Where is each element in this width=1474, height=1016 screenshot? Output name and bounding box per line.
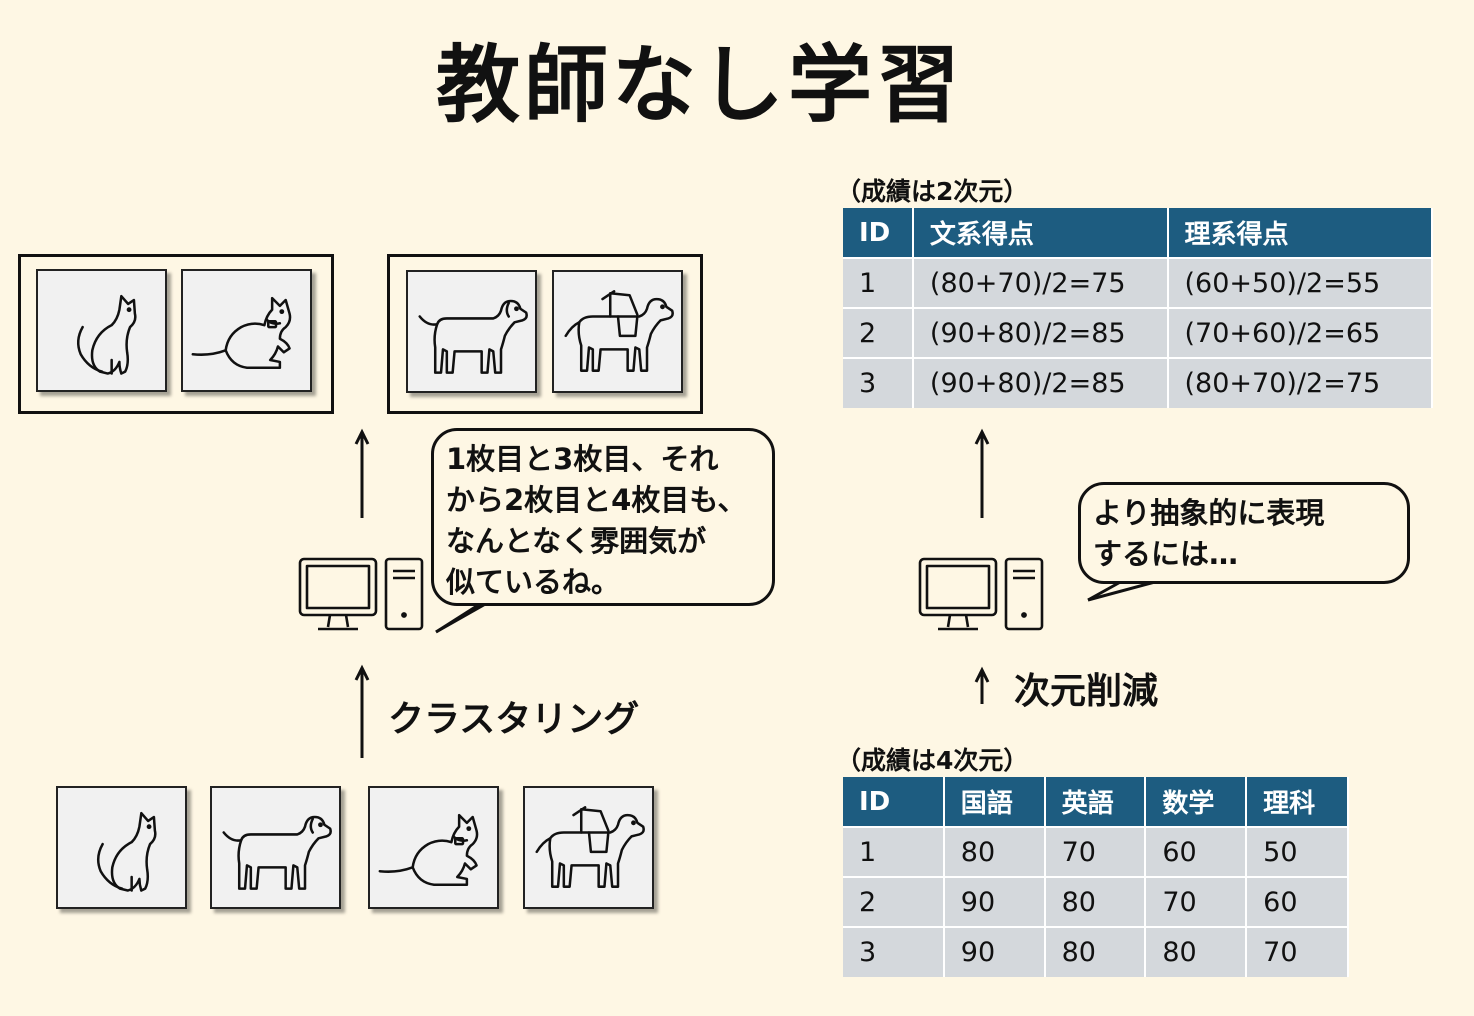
column-header: ID [843, 208, 914, 258]
column-header: 数学 [1145, 777, 1248, 827]
speech-bubble-right: より抽象的に表現 するには… [1078, 482, 1410, 584]
crouching-cat-icon [181, 269, 312, 392]
table-cell: (80+70)/2=75 [912, 257, 1169, 308]
table-row: 1 80 70 60 50 [843, 826, 1349, 877]
column-header: 文系得点 [912, 208, 1169, 258]
table-cell: 50 [1246, 826, 1349, 877]
column-header: 理系得点 [1167, 208, 1434, 258]
clustering-label: クラスタリング [388, 699, 640, 740]
table-cell: (70+60)/2=65 [1167, 307, 1434, 358]
table-cell: 1 [843, 826, 945, 877]
table-2d: ID 文系得点 理系得点 1 (80+70)/2=75 (60+50)/2=55… [843, 208, 1434, 408]
table-row: 3 (90+80)/2=85 (80+70)/2=75 [843, 357, 1434, 408]
table-4d: ID 国語 英語 数学 理科 1 80 70 60 50 2 90 80 70 … [843, 777, 1349, 977]
up-arrow-icon [354, 428, 370, 518]
table-header-row: ID 国語 英語 数学 理科 [843, 777, 1349, 827]
table-cell: (80+70)/2=75 [1167, 357, 1434, 408]
table-cell: 70 [1246, 926, 1349, 977]
up-arrow-icon [354, 664, 370, 758]
walking-dog-icon [210, 786, 341, 909]
dim-reduction-label: 次元削減 [1014, 671, 1159, 712]
computer-icon [918, 557, 1048, 633]
guide-dog-icon [552, 270, 683, 393]
table-row: 2 (90+80)/2=85 (70+60)/2=65 [843, 307, 1434, 358]
table-cell: 90 [943, 926, 1046, 977]
table-cell: 80 [943, 826, 1046, 877]
table-cell: 60 [1145, 826, 1248, 877]
crouching-cat-icon [368, 786, 499, 909]
table-cell: (90+80)/2=85 [912, 357, 1169, 408]
up-arrow-icon [974, 666, 990, 704]
table-row: 3 90 80 80 70 [843, 926, 1349, 977]
table-cell: 80 [1044, 926, 1147, 977]
column-header: 英語 [1044, 777, 1147, 827]
table-2d-caption: （成績は2次元） [836, 177, 1029, 206]
sitting-cat-icon [56, 786, 187, 909]
table-cell: 80 [1145, 926, 1248, 977]
table-cell: 3 [843, 926, 945, 977]
table-cell: 70 [1145, 876, 1248, 927]
table-cell: (60+50)/2=55 [1167, 257, 1434, 308]
table-header-row: ID 文系得点 理系得点 [843, 208, 1434, 258]
table-cell: 80 [1044, 876, 1147, 927]
table-4d-caption: （成績は4次元） [836, 746, 1029, 775]
table-cell: 2 [843, 876, 945, 927]
table-cell: 90 [943, 876, 1046, 927]
table-cell: 3 [843, 357, 914, 408]
column-header: 国語 [943, 777, 1046, 827]
column-header: ID [843, 777, 945, 827]
speech-bubble-left: 1枚目と3枚目、それ から2枚目と4枚目も、 なんとなく雰囲気が 似ているね。 [431, 428, 775, 606]
page-title: 教師なし学習 [435, 36, 964, 134]
guide-dog-icon [523, 786, 654, 909]
table-cell: 60 [1246, 876, 1349, 927]
column-header: 理科 [1246, 777, 1349, 827]
table-cell: (90+80)/2=85 [912, 307, 1169, 358]
walking-dog-icon [406, 270, 537, 393]
table-cell: 1 [843, 257, 914, 308]
table-row: 1 (80+70)/2=75 (60+50)/2=55 [843, 257, 1434, 308]
table-cell: 2 [843, 307, 914, 358]
up-arrow-icon [974, 428, 990, 518]
table-cell: 70 [1044, 826, 1147, 877]
sitting-cat-icon [36, 269, 167, 392]
table-row: 2 90 80 70 60 [843, 876, 1349, 927]
computer-icon [298, 557, 428, 633]
